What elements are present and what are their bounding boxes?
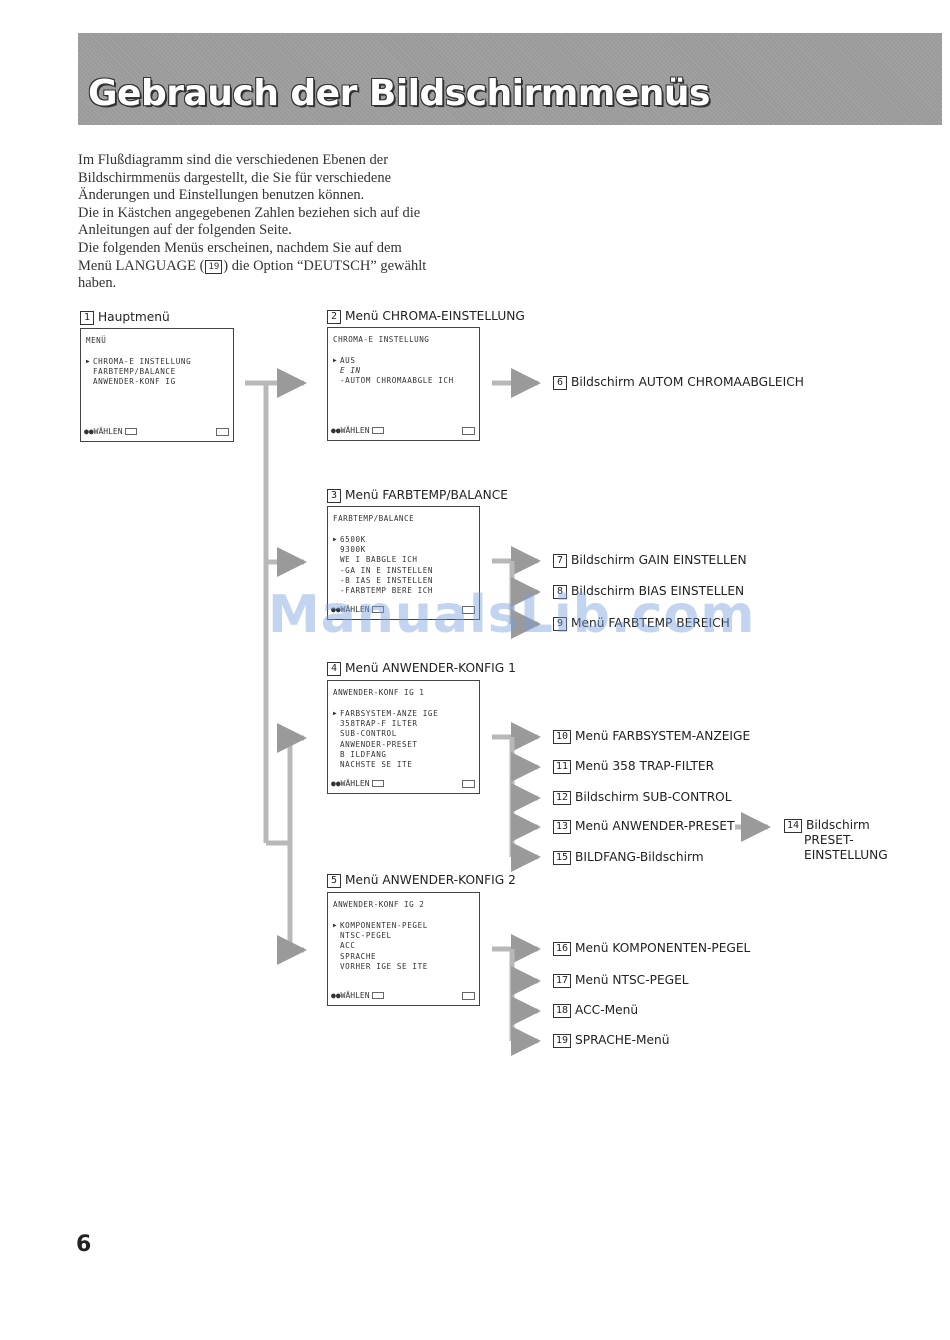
page-number: 6 — [76, 1232, 92, 1257]
select-buttons-icon: ●● — [84, 427, 94, 436]
intro-line: Bildschirmmenüs dargestellt, die Sie für… — [78, 169, 392, 186]
menu-key-icon — [462, 606, 475, 614]
ref-badge: 5 — [327, 874, 341, 888]
intro-line: Menü LANGUAGE (19) die Option “DEUTSCH” … — [78, 257, 427, 274]
menu-option: NTSC-PEGEL — [340, 931, 392, 941]
menu-option: ACC — [340, 941, 356, 951]
menu-option: WE I BABGLE ICH — [340, 555, 418, 565]
menu-option: -GA IN E INSTELLEN — [340, 565, 434, 575]
ref-badge: 11 — [553, 760, 572, 774]
ref-badge: 12 — [553, 791, 572, 805]
menu-option: 358TRAP-F ILTER — [340, 719, 418, 729]
menu-option: AUS — [333, 356, 454, 366]
watermark: ManualsLib.com — [268, 585, 756, 645]
ref-badge: 10 — [553, 730, 572, 744]
menu-key-icon — [462, 427, 475, 435]
ref-badge: 16 — [553, 942, 572, 956]
menu-option: -AUTOM CHROMAABGLE ICH — [340, 376, 454, 386]
menu-option: ANWENDER-KONF IG — [93, 377, 176, 387]
ref-badge: 14 — [784, 819, 803, 833]
ref-badge: 1 — [80, 311, 94, 325]
ok-key-icon — [371, 780, 384, 787]
menu-option: NACHSTE SE ITE — [340, 760, 413, 770]
ref-badge: 4 — [327, 662, 341, 676]
ref-badge: 19 — [553, 1034, 572, 1048]
ok-key-icon — [371, 427, 384, 434]
ref-badge: 13 — [553, 820, 572, 834]
menu-key-icon — [462, 780, 475, 788]
intro-text: Im Flußdiagramm sind die verschiedenen E… — [78, 152, 498, 293]
select-buttons-icon: ●● — [331, 605, 341, 614]
screen-chroma: CHROMA-E INSTELLUNG AUS E IN -AUTOM CHRO… — [327, 327, 480, 441]
ok-key-icon — [124, 428, 137, 435]
select-buttons-icon: ●● — [331, 991, 341, 1000]
menu-option: 9300K — [340, 545, 366, 555]
menu-key-icon — [462, 992, 475, 1000]
ref-badge: 3 — [327, 489, 341, 503]
ref-badge: 9 — [553, 617, 567, 631]
ref-badge: 6 — [553, 376, 567, 390]
menu-option: VORHER IGE SE ITE — [340, 961, 428, 971]
menu-option: KOMPONENTEN-PEGEL — [333, 921, 428, 931]
screen-farbtemp: FARBTEMP/BALANCE 6500K 9300K WE I BABGLE… — [327, 506, 480, 620]
intro-line: haben. — [78, 275, 117, 292]
menu-option: SUB-CONTROL — [340, 729, 397, 739]
menu-option: -FARBTEMP BERE ICH — [340, 586, 434, 596]
intro-line: Änderungen und Einstellungen benutzen kö… — [78, 187, 365, 204]
ref-badge: 8 — [553, 585, 567, 599]
menu-option: ANWENDER-PRESET — [340, 739, 418, 749]
title-banner: Gebrauch der Bildschirmmenüs — [78, 33, 942, 125]
ref-badge: 17 — [553, 974, 572, 988]
select-buttons-icon: ●● — [331, 426, 341, 435]
ok-key-icon — [371, 992, 384, 999]
ref-badge: 2 — [327, 310, 341, 324]
menu-option: SPRACHE — [340, 951, 377, 961]
screen-konfig-1: ANWENDER-KONF IG 1 FARBSYSTEM-ANZE IGE 3… — [327, 680, 480, 794]
page-title: Gebrauch der Bildschirmmenüs — [88, 73, 710, 114]
menu-option: FARBTEMP/BALANCE — [93, 367, 176, 377]
menu-key-icon — [216, 428, 229, 436]
menu-option: 6500K — [333, 535, 433, 545]
ref-badge: 19 — [205, 259, 223, 274]
ref-badge: 18 — [553, 1004, 572, 1018]
menu-option: -B IAS E INSTELLEN — [340, 575, 434, 585]
select-buttons-icon: ●● — [331, 779, 341, 788]
menu-option: CHROMA-E INSTELLUNG — [86, 357, 191, 367]
menu-option: FARBSYSTEM-ANZE IGE — [333, 709, 438, 719]
ref-badge: 15 — [553, 851, 572, 865]
menu-option: B ILDFANG — [340, 749, 387, 759]
intro-line: Die in Kästchen angegebenen Zahlen bezie… — [78, 204, 421, 221]
ok-key-icon — [371, 606, 384, 613]
intro-line: Im Flußdiagramm sind die verschiedenen E… — [78, 152, 389, 168]
menu-option: E IN — [340, 366, 361, 376]
screen-konfig-2: ANWENDER-KONF IG 2 KOMPONENTEN-PEGEL NTS… — [327, 892, 480, 1006]
ref-badge: 7 — [553, 554, 567, 568]
intro-line: Die folgenden Menüs erscheinen, nachdem … — [78, 239, 402, 256]
screen-main-menu: MENÜ CHROMA-E INSTELLUNG FARBTEMP/BALANC… — [80, 328, 234, 442]
intro-line: Anleitungen auf der folgenden Seite. — [78, 222, 292, 239]
